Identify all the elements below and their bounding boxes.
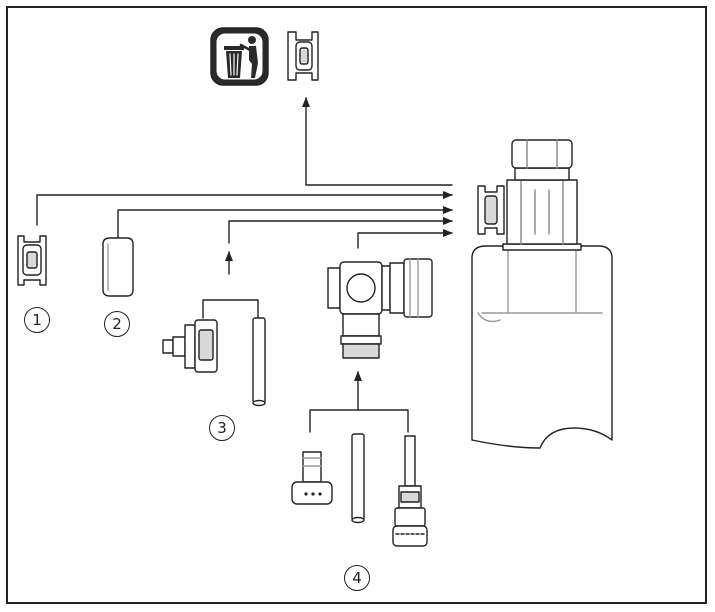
accessory-1-blind-cap: [17, 235, 47, 286]
arrow-accessory-2: [117, 206, 453, 239]
bracket-3: [202, 299, 259, 319]
accessory-3-hose-adapter: [162, 319, 218, 373]
disposed-cap-part: [287, 31, 319, 81]
callout-4: 4: [344, 565, 370, 591]
pressure-sensor: [471, 139, 613, 449]
accessory-4-connector: [392, 435, 428, 547]
bracket-4: [309, 409, 409, 433]
accessory-4-tube: [351, 433, 365, 524]
accessory-2-protective-cap: [102, 237, 134, 297]
t-adapter: [327, 258, 433, 359]
figure-frame: [6, 6, 707, 604]
trash-bin-person-icon: [210, 27, 269, 86]
accessory-4-plug: [291, 451, 333, 505]
arrow-accessory-3: [228, 217, 453, 244]
accessory-3-tube: [252, 317, 266, 407]
callout-3: 3: [209, 415, 235, 441]
callout-2: 2: [104, 311, 130, 337]
arrow-accessory-1: [36, 191, 453, 226]
arrow-t-adapter: [357, 229, 453, 249]
callout-1: 1: [24, 307, 50, 333]
